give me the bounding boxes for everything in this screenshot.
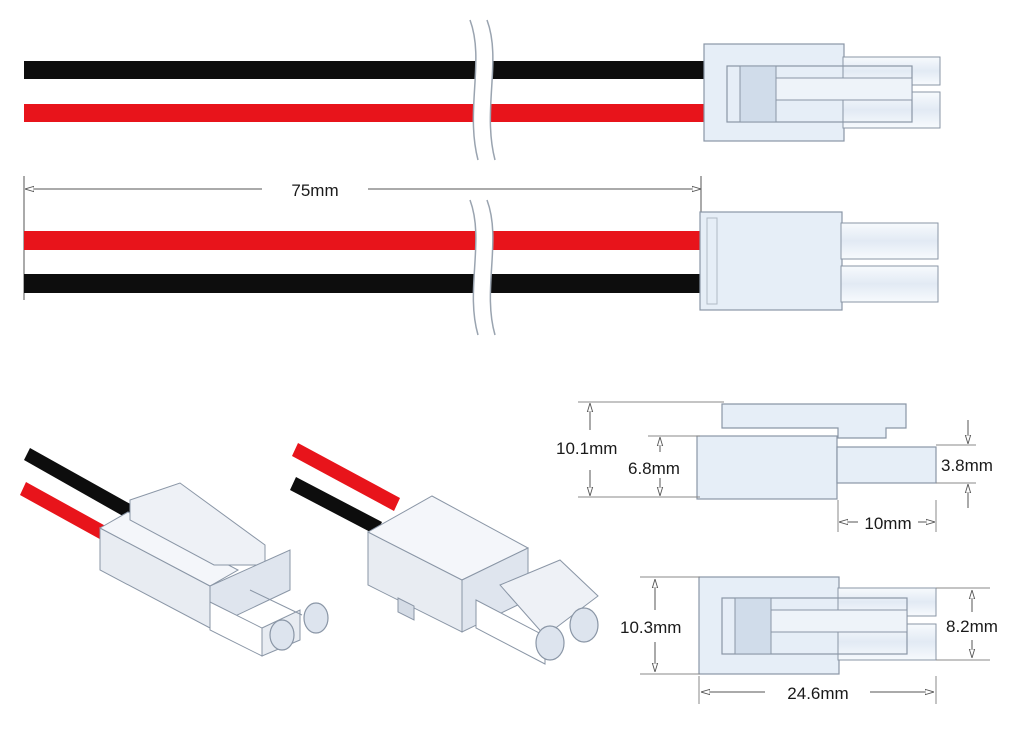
top-view-drawing: 10.3mm 8.2mm 24.6mm	[620, 576, 998, 704]
top-black-wire	[24, 61, 704, 79]
middle-connector-housing	[699, 211, 939, 311]
pin-height-label: 3.8mm	[941, 456, 993, 475]
body-height-label: 10.1mm	[556, 439, 617, 458]
bottom-height-label: 10.3mm	[620, 618, 681, 637]
pin-length-label: 10mm	[864, 514, 911, 533]
middle-black-wire	[24, 274, 704, 293]
overall-length-label: 24.6mm	[787, 684, 848, 703]
wire-length-label: 75mm	[291, 181, 338, 200]
top-red-wire	[24, 104, 704, 122]
body-inner-height-label: 6.8mm	[628, 459, 680, 478]
top-connector-housing	[703, 43, 941, 142]
connector-3d-right	[290, 443, 599, 665]
top-cable-assembly	[24, 19, 941, 161]
connector-3d-left	[20, 448, 329, 657]
middle-cable-assembly: 75mm	[23, 176, 939, 336]
side-view-drawing: 10.1mm 6.8mm 3.8mm 10mm	[556, 401, 993, 533]
middle-red-wire	[24, 231, 704, 250]
bottom-pin-height-label: 8.2mm	[946, 617, 998, 636]
